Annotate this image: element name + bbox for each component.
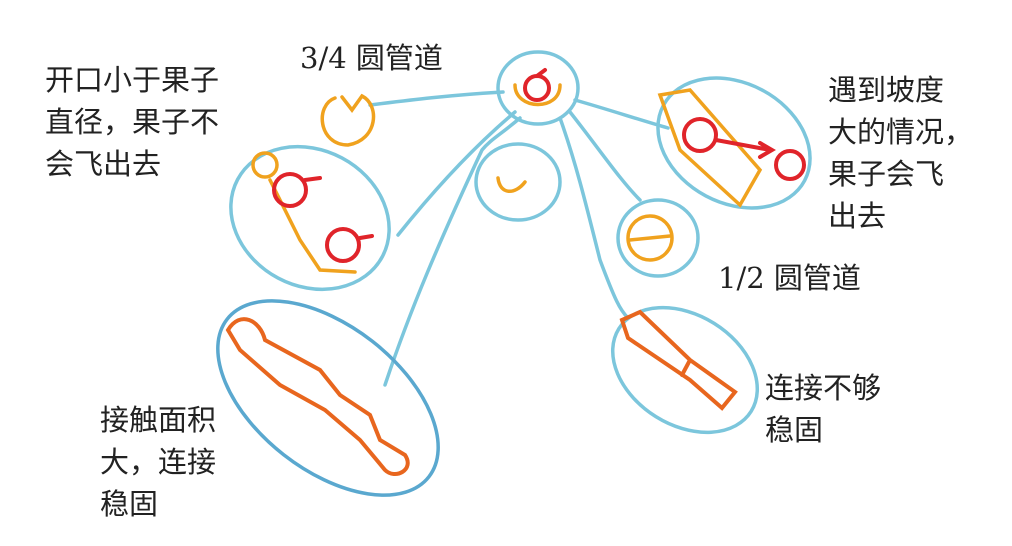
small-opening-node	[229, 144, 391, 292]
weak-connection-label-line-2: 稳固	[765, 413, 823, 447]
small-opening-label-line-1: 开口小于果子	[45, 63, 219, 97]
three-quarter-pipe-sample	[320, 93, 376, 147]
connector-to-weak-connection	[558, 116, 630, 320]
large-contact-label-line-2: 大，连接	[100, 445, 216, 479]
half-pipe-label: 1/2 圆管道	[718, 261, 861, 295]
steep-slope-label-line-2: 大的情况，	[828, 115, 973, 149]
half-pipe-node	[616, 198, 700, 278]
steep-slope-node	[656, 76, 812, 210]
connector-lines	[368, 90, 670, 387]
small-opening-label-line-3: 会飞出去	[45, 147, 161, 181]
three-quarter-pipe-label: 3/4 圆管道	[300, 41, 443, 75]
half-pipe-preview-node	[474, 142, 562, 222]
large-contact-node	[216, 299, 440, 497]
connector-to-half-pipe	[568, 110, 642, 202]
connector-to-three-quarter-sample	[368, 90, 505, 107]
small-opening-label-line-2: 直径，果子不	[45, 105, 219, 139]
steep-slope-label-line-3: 果子会飞	[828, 157, 944, 191]
large-contact-label-line-3: 稳固	[100, 487, 158, 521]
steep-slope-label-line-4: 出去	[828, 199, 886, 233]
connector-to-small-opening	[396, 110, 517, 237]
connector-to-steep-slope	[573, 98, 670, 130]
steep-slope-label-line-1: 遇到坡度	[828, 73, 944, 107]
large-contact-label-line-1: 接触面积	[100, 403, 216, 437]
weak-connection-label-line-1: 连接不够	[765, 371, 881, 405]
center-node	[496, 50, 580, 126]
connector-to-large-contact	[383, 116, 522, 387]
weak-connection-node	[610, 305, 760, 435]
